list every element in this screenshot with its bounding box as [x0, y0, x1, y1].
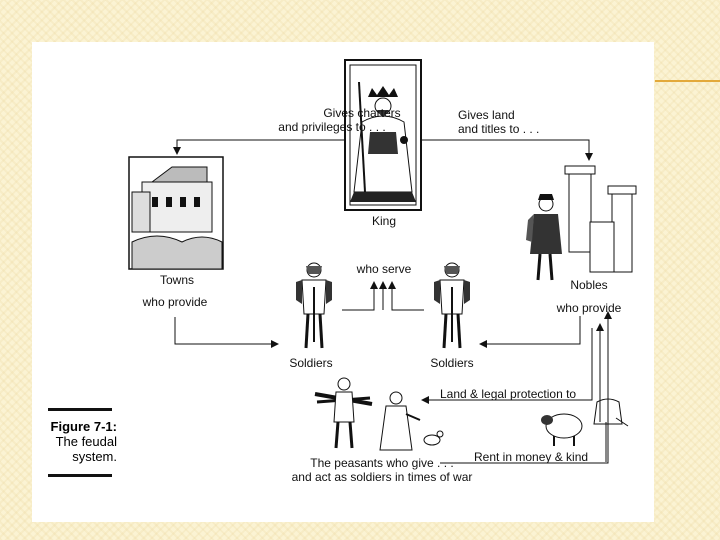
label-charters: Gives charters and privileges to . . . — [308, 106, 415, 134]
label-who-serve: who serve — [357, 262, 412, 276]
arrow-king-to-nobles — [421, 140, 589, 160]
peasants-illustration — [315, 378, 443, 450]
label-land-protection: Land & legal protection to — [440, 387, 576, 401]
node-towns-label: Towns — [160, 273, 194, 287]
node-soldiers-right-label: Soldiers — [430, 356, 473, 370]
node-soldiers-left-label: Soldiers — [289, 356, 332, 370]
label-charters-line2: and privileges to . . . — [278, 120, 385, 134]
figure-label: Figure 7-1: — [32, 419, 117, 434]
label-land-titles: Gives land and titles to . . . — [458, 108, 539, 136]
town-illustration — [129, 157, 223, 269]
label-towns-provide: who provide — [143, 295, 208, 309]
label-rent: Rent in money & kind — [474, 450, 588, 464]
king-illustration — [345, 60, 421, 210]
soldier-left-illustration — [296, 263, 332, 348]
arrow-soldiers-right-serve — [392, 282, 424, 310]
soldier-right-illustration — [434, 263, 470, 348]
node-nobles-label: Nobles — [570, 278, 607, 292]
figure-title-line2: system. — [32, 449, 117, 464]
noble-illustration — [526, 166, 636, 280]
arrow-king-to-towns — [177, 140, 345, 154]
arrow-nobles-to-soldiers — [480, 316, 580, 344]
arrow-soldiers-left-serve — [342, 282, 374, 310]
label-nobles-provide: who provide — [557, 301, 622, 315]
figure-caption: Figure 7-1: The feudal system. — [32, 408, 122, 477]
caption-top-rule — [48, 408, 112, 411]
feudal-system-figure: Gives charters and privileges to . . . G… — [32, 42, 654, 522]
label-land-line2: and titles to . . . — [458, 122, 539, 136]
peasants-label-line1: The peasants who give . . . — [292, 456, 473, 470]
label-charters-line1: Gives charters — [308, 106, 415, 120]
peasants-label-line2: and act as soldiers in times of war — [292, 470, 473, 484]
caption-bottom-rule — [48, 474, 112, 477]
node-king-label: King — [372, 214, 396, 228]
figure-title-line1: The feudal — [32, 434, 117, 449]
decorative-accent-line — [655, 80, 720, 82]
label-land-line1: Gives land — [458, 108, 539, 122]
arrow-towns-to-soldiers — [175, 317, 278, 344]
node-peasants-label: The peasants who give . . . and act as s… — [292, 456, 473, 484]
sheep-and-sack-illustration — [541, 399, 628, 446]
